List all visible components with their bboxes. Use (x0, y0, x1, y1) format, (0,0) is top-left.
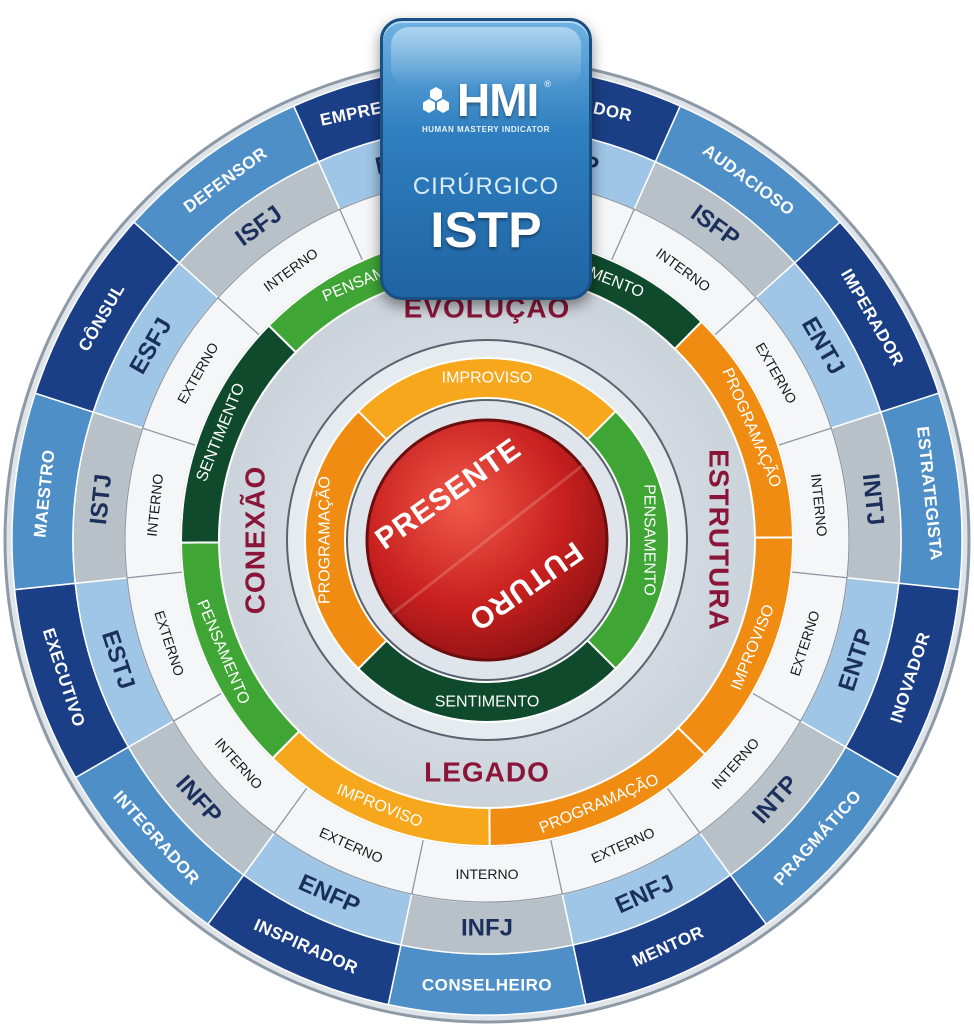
archetype-label: CONSELHEIRO (422, 976, 552, 995)
core-button[interactable] (365, 418, 609, 662)
type-code: ISTP (430, 202, 542, 258)
hexagon-cluster-icon (423, 87, 450, 113)
core-divider (386, 460, 588, 620)
type-label: INFJ (461, 915, 513, 942)
badge-gloss (391, 27, 581, 87)
orientation-label: INTERNO (144, 473, 167, 537)
brand-logo-text: HMI (457, 74, 539, 126)
inner-label: SENTIMENTO (435, 694, 540, 711)
inner-label: PENSAMENTO (641, 484, 658, 596)
inner-segment (304, 409, 389, 671)
type-label: ISTJ (85, 473, 117, 526)
registered-mark: ® (544, 79, 551, 89)
inner-label: IMPROVISO (442, 370, 533, 387)
domain-label: LEGADO (424, 757, 550, 788)
type-label: INTJ (857, 472, 889, 527)
domain-label: ESTRUTURA (704, 449, 735, 631)
inner-ring: IMPROVISO PENSAMENTO SENTIMENTO PROGRAMAÇÃO (304, 357, 670, 723)
brand-tagline: HUMAN MASTERY INDICATOR (421, 125, 551, 134)
domain-label: CONEXÃO (240, 466, 271, 615)
orientation-label: INTERNO (456, 866, 519, 882)
orientation-label: INTERNO (808, 473, 831, 537)
brand-row: HMI ® (383, 73, 589, 127)
inner-label: PROGRAMAÇÃO (314, 476, 334, 604)
type-descriptor: CIRÚRGICO (412, 173, 560, 200)
type-badge: HMI ® HUMAN MASTERY INDICATOR CIRÚRGICO … (380, 18, 592, 300)
